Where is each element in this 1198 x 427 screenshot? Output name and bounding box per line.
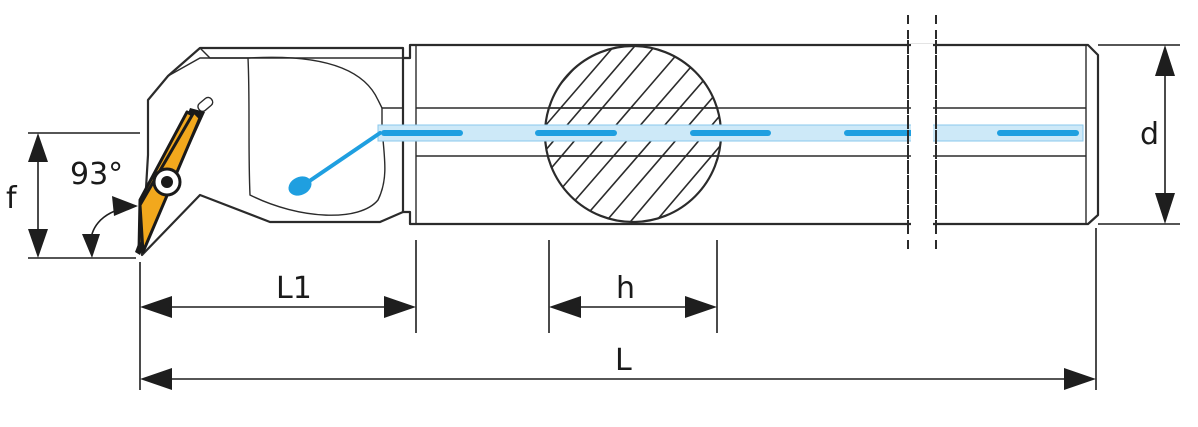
dimension-l: L bbox=[140, 343, 1096, 390]
extension-lines bbox=[139, 228, 1097, 390]
label-f: f bbox=[6, 181, 18, 216]
dimension-l1: L1 bbox=[140, 271, 416, 318]
label-l: L bbox=[615, 343, 632, 378]
dimension-f: f bbox=[6, 132, 140, 259]
dimension-angle: 93° bbox=[70, 157, 138, 258]
label-h: h bbox=[616, 271, 635, 306]
dimension-h: h bbox=[549, 271, 717, 318]
shank-outline bbox=[401, 43, 1100, 226]
label-l1: L1 bbox=[276, 271, 312, 306]
coolant-outlet-line bbox=[306, 131, 382, 184]
head-top-bevel bbox=[167, 57, 248, 77]
dimension-d: d bbox=[1098, 44, 1180, 225]
coolant-channel bbox=[288, 124, 1084, 196]
head-chamfer bbox=[199, 47, 403, 59]
coolant-outlet-icon bbox=[288, 176, 312, 196]
label-angle: 93° bbox=[70, 157, 123, 192]
tool-body bbox=[140, 43, 1100, 257]
head-pocket-top bbox=[247, 56, 383, 109]
head-pocket bbox=[247, 57, 403, 216]
head-outline bbox=[140, 46, 405, 257]
locating-pin bbox=[197, 96, 214, 113]
rhombic-insert-icon bbox=[135, 108, 205, 255]
label-d: d bbox=[1140, 117, 1159, 152]
